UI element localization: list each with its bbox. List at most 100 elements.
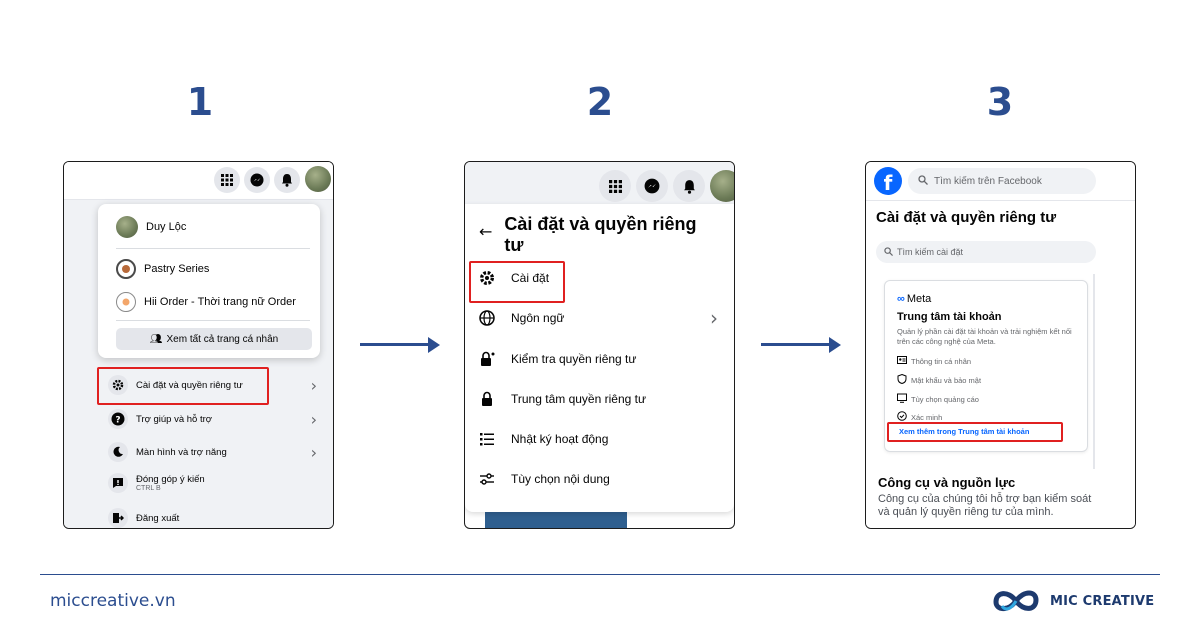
list-icon [475,427,499,451]
globe-icon [475,306,499,330]
settings-search-input[interactable]: Tìm kiếm cài đặt [876,241,1096,263]
messenger-icon[interactable] [636,170,668,202]
page-item-pastry-series[interactable]: Pastry Series [116,259,209,279]
menu-item-content-preferences[interactable]: Tùy chọn nội dung [475,467,726,491]
account-avatar[interactable] [710,170,734,202]
menu-item-logout[interactable]: Đăng xuất [108,508,325,528]
screenshot-settings-page: f Tìm kiếm trên Facebook Cài đặt và quyề… [865,161,1136,529]
menu-item-settings-privacy[interactable]: Cài đặt và quyền riêng tư › [108,375,325,395]
chevron-right-icon: › [310,409,317,429]
menu-label: Đóng góp ý kiến [136,474,205,485]
menu-item-settings[interactable]: Cài đặt [475,266,726,290]
menu-label: Ngôn ngữ [511,311,565,325]
screenshot-account-menu: Duy Lộc Pastry Series Hii Order - Thời t… [63,161,334,529]
chevron-right-icon: › [310,375,317,395]
chevron-right-icon: › [310,442,317,462]
tools-resources-description: Công cụ của chúng tôi hỗ trợ bạn kiểm so… [878,493,1092,518]
settings-privacy-card: ← Cài đặt và quyền riêng tư Cài đặt Ngôn… [465,204,734,512]
menu-item-activity-log[interactable]: Nhật ký hoạt động [475,427,726,451]
see-all-profiles-button[interactable]: 👥︎ Xem tất cả trang cá nhân [116,328,312,350]
menu-label: Cài đặt và quyền riêng tư [136,379,243,391]
people-icon: 👥︎ [149,333,163,345]
accounts-center-link[interactable]: Xem thêm trong Trung tâm tài khoản [899,427,1030,436]
profile-name: Duy Lộc [146,221,187,233]
menu-item-help-support[interactable]: ? Trợ giúp và hỗ trợ › [108,409,325,429]
mic-creative-logo-icon [993,590,1039,612]
menu-label: Cài đặt [511,271,550,285]
search-icon [884,246,893,258]
account-avatar[interactable] [305,166,331,192]
brand-logo: MIC CREATIVE [992,586,1154,616]
tools-resources-title: Công cụ và nguồn lực [878,475,1016,490]
settings-search-placeholder: Tìm kiếm cài đặt [897,247,964,257]
feedback-icon [108,473,128,493]
page-logo-icon [116,292,136,312]
top-bar [64,162,333,200]
see-all-profiles-label: Xem tất cả trang cá nhân [166,333,279,345]
shield-icon [897,373,907,386]
menu-label: Trung tâm quyền riêng tư [511,392,646,406]
highlight-settings-privacy [97,367,269,405]
messenger-icon[interactable] [244,167,270,193]
accounts-item-ad-preferences[interactable]: Tùy chọn quảng cáo [897,393,979,405]
website-url[interactable]: miccreative.vn [50,591,176,611]
accounts-item-personal-info[interactable]: Thông tin cá nhân [897,355,971,367]
menu-item-language[interactable]: Ngôn ngữ › [475,306,726,330]
arrow-step-2-to-3 [761,337,841,353]
menu-label: Kiểm tra quyền riêng tư [511,352,637,366]
notification-bell-icon[interactable] [673,170,705,202]
menu-item-give-feedback[interactable]: Đóng góp ý kiến CTRL B [108,473,325,493]
check-circle-icon [897,411,907,423]
accounts-center-description: Quản lý phần cài đặt tài khoản và trải n… [897,327,1072,346]
page-name: Pastry Series [144,263,210,275]
id-card-icon [897,355,907,367]
menu-item-display-accessibility[interactable]: Màn hình và trợ năng › [108,442,325,462]
back-arrow-icon[interactable]: ← [479,222,493,241]
shortcut-hint: CTRL B [136,485,161,492]
monitor-icon [897,393,907,405]
brand-name: MIC CREATIVE [1050,593,1155,609]
arrow-step-1-to-2 [360,337,440,353]
help-icon: ? [108,409,128,429]
accounts-item-verification[interactable]: Xác minh [897,411,942,423]
accounts-center-card[interactable]: ∞ Meta Trung tâm tài khoản Quản lý phần … [884,280,1088,452]
profile-row[interactable]: Duy Lộc [116,216,186,238]
profile-avatar [116,216,138,238]
menu-label: Trợ giúp và hỗ trợ [136,413,212,425]
menu-grid-icon[interactable] [214,167,240,193]
moon-icon [108,442,128,462]
highlight-settings [469,261,565,303]
menu-grid-icon[interactable] [599,170,631,202]
page-item-hii-order[interactable]: Hii Order - Thời trang nữ Order [116,292,296,312]
menu-label: Tùy chọn nội dung [511,472,610,486]
gear-icon [475,266,499,290]
account-dropdown-card: Duy Lộc Pastry Series Hii Order - Thời t… [98,204,320,358]
notification-bell-icon[interactable] [274,167,300,193]
accounts-center-title: Trung tâm tài khoản [897,311,1002,323]
page-name: Hii Order - Thời trang nữ Order [144,296,296,308]
search-icon [918,174,928,188]
footer-divider [40,574,1160,575]
meta-infinity-icon: ∞ [897,293,905,305]
menu-item-privacy-center[interactable]: Trung tâm quyền riêng tư [475,387,726,411]
step-number-3: 3 [986,80,1014,124]
chevron-right-icon: › [710,306,718,330]
step-number-2: 2 [586,80,614,124]
scrollbar[interactable] [1093,274,1095,469]
logout-icon [108,508,128,528]
background-content [485,512,627,528]
page-title: Cài đặt và quyền riêng tư [876,209,1057,226]
menu-item-privacy-checkup[interactable]: Kiểm tra quyền riêng tư [475,347,726,371]
top-bar [465,162,734,208]
menu-label: Màn hình và trợ năng [136,446,227,458]
lock-icon [475,387,499,411]
facebook-logo-icon[interactable]: f [874,167,902,195]
screenshot-settings-privacy-menu: ← Cài đặt và quyền riêng tư Cài đặt Ngôn… [464,161,735,529]
panel-title: Cài đặt và quyền riêng tư [504,214,697,255]
sliders-icon [475,467,499,491]
accounts-item-password-security[interactable]: Mật khẩu và bảo mật [897,373,981,386]
step-number-1: 1 [186,80,214,124]
svg-text:?: ? [115,416,120,426]
menu-label: Nhật ký hoạt động [511,432,609,446]
facebook-search-input[interactable]: Tìm kiếm trên Facebook [908,168,1096,194]
